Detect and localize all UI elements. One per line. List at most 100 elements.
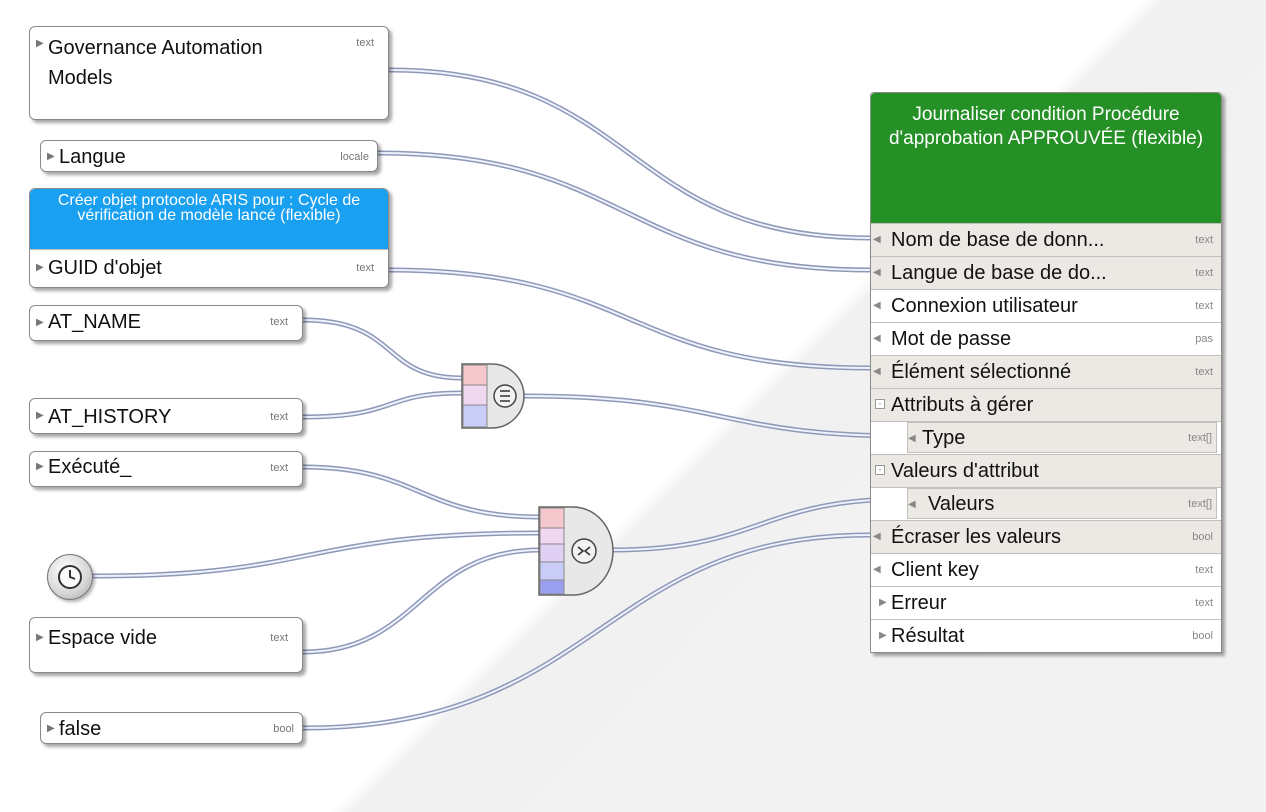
port-type: bool bbox=[1192, 531, 1213, 543]
port-arrow-icon: ◀ bbox=[908, 433, 916, 444]
wire-clock-to-concat bbox=[91, 530, 543, 579]
port-type: pas bbox=[1195, 333, 1213, 345]
port-arrow-icon: ◀ bbox=[873, 267, 881, 278]
wire-list-to-type bbox=[522, 393, 909, 439]
port-mot-de-passe[interactable]: ◀ Mot de passe pas bbox=[871, 322, 1221, 355]
port-connexion-utilisateur[interactable]: ◀ Connexion utilisateur text bbox=[871, 289, 1221, 322]
port-arrow-icon: ◀ bbox=[873, 234, 881, 245]
port-label: Erreur bbox=[891, 592, 947, 614]
port-type-group[interactable]: ◀ Type text[] bbox=[871, 421, 1221, 454]
port-arrow-icon: ◀ bbox=[873, 531, 881, 542]
wire-guid-to-element bbox=[385, 267, 873, 371]
input-label: Espace vide bbox=[48, 627, 157, 649]
port-type: bool bbox=[1192, 630, 1213, 642]
input-type: text bbox=[356, 262, 374, 274]
node-header: Créer objet protocole ARIS pour : Cycle … bbox=[30, 189, 388, 249]
input-governance-automation-models[interactable]: ▶ Governance Automation Models text bbox=[29, 26, 389, 120]
port-label: Type bbox=[922, 427, 966, 449]
port-label: Valeurs bbox=[928, 493, 995, 515]
wire-concat-to-valeurs bbox=[609, 496, 909, 553]
port-ecraser-valeurs[interactable]: ◀ Écraser les valeurs bool bbox=[871, 520, 1221, 553]
expand-arrow-icon[interactable]: ▶ bbox=[36, 262, 44, 273]
clock-icon[interactable] bbox=[47, 554, 93, 600]
wire-langue-to-langue-base bbox=[375, 150, 873, 273]
port-label: Connexion utilisateur bbox=[891, 295, 1078, 317]
block-title: Journaliser condition Procédure d'approb… bbox=[871, 93, 1221, 223]
expand-arrow-icon[interactable]: ▶ bbox=[36, 38, 44, 49]
expand-arrow-icon[interactable]: ▶ bbox=[36, 461, 44, 472]
input-type: locale bbox=[340, 151, 369, 163]
input-label: false bbox=[59, 718, 102, 740]
list-operator[interactable] bbox=[460, 362, 532, 432]
output-arrow-icon: ▶ bbox=[879, 630, 887, 641]
port-langue-base[interactable]: ◀ Langue de base de do... text bbox=[871, 256, 1221, 289]
expand-arrow-icon[interactable]: ▶ bbox=[47, 723, 55, 734]
port-valeurs[interactable]: ◀ Valeurs text[] bbox=[907, 488, 1217, 519]
expand-arrow-icon[interactable]: ▶ bbox=[36, 317, 44, 328]
output-erreur[interactable]: ▶ Erreur text bbox=[871, 586, 1221, 619]
input-type: text bbox=[356, 37, 374, 49]
input-false[interactable]: ▶ false bool bbox=[40, 712, 303, 744]
port-type: text bbox=[1195, 300, 1213, 312]
port-type-tag: text[] bbox=[1188, 432, 1212, 444]
port-arrow-icon: ◀ bbox=[908, 499, 916, 510]
input-at-name[interactable]: ▶ AT_NAME text bbox=[29, 305, 303, 341]
input-langue[interactable]: ▶ Langue locale bbox=[40, 140, 378, 172]
input-at-history[interactable]: ▶ AT_HISTORY text bbox=[29, 398, 303, 434]
input-label: Governance Automation Models bbox=[48, 37, 263, 89]
port-label: Écraser les valeurs bbox=[891, 526, 1062, 548]
collapse-icon[interactable]: - bbox=[875, 399, 885, 409]
input-type: text bbox=[270, 316, 288, 328]
input-espace-vide[interactable]: ▶ Espace vide text bbox=[29, 617, 303, 673]
input-execute[interactable]: ▶ Exécuté_ text bbox=[29, 451, 303, 487]
wire-athistory-to-list bbox=[300, 390, 465, 420]
collapse-icon[interactable]: - bbox=[875, 465, 885, 475]
port-element-selectionne[interactable]: ◀ Élément sélectionné text bbox=[871, 355, 1221, 388]
group-valeurs-attribut[interactable]: - Valeurs d'attribut bbox=[871, 454, 1221, 487]
port-arrow-icon: ◀ bbox=[873, 564, 881, 575]
port-label: Client key bbox=[891, 559, 979, 581]
wire-governance-to-nom bbox=[387, 67, 873, 241]
wire-false-to-ecraser bbox=[300, 532, 873, 731]
port-nom-base-donnees[interactable]: ◀ Nom de base de donn... text bbox=[871, 223, 1221, 256]
port-label: Nom de base de donn... bbox=[891, 229, 1105, 251]
port-type-tag: text[] bbox=[1188, 498, 1212, 510]
port-type: text bbox=[1195, 234, 1213, 246]
port-label: Langue de base de do... bbox=[891, 262, 1107, 284]
journaliser-condition-block[interactable]: Journaliser condition Procédure d'approb… bbox=[870, 92, 1222, 653]
input-label: AT_NAME bbox=[48, 311, 141, 333]
input-type: text bbox=[270, 632, 288, 644]
port-type[interactable]: ◀ Type text[] bbox=[907, 422, 1217, 453]
concat-operator[interactable] bbox=[537, 505, 617, 597]
output-resultat[interactable]: ▶ Résultat bool bbox=[871, 619, 1221, 652]
input-type: text bbox=[270, 411, 288, 423]
input-creer-objet-protocole[interactable]: Créer objet protocole ARIS pour : Cycle … bbox=[29, 188, 389, 288]
port-client-key[interactable]: ◀ Client key text bbox=[871, 553, 1221, 586]
port-type: text bbox=[1195, 366, 1213, 378]
input-type: bool bbox=[273, 723, 294, 735]
port-label: Résultat bbox=[891, 625, 965, 647]
wire-espace-to-concat bbox=[300, 547, 543, 655]
clock-face-icon bbox=[58, 565, 82, 589]
expand-arrow-icon[interactable]: ▶ bbox=[36, 632, 44, 643]
port-valeurs-group[interactable]: ◀ Valeurs text[] bbox=[871, 487, 1221, 520]
port-arrow-icon: ◀ bbox=[873, 300, 881, 311]
wire-atname-to-list bbox=[300, 317, 465, 381]
input-type: text bbox=[270, 462, 288, 474]
input-label: GUID d'objet bbox=[48, 257, 162, 279]
port-label: Élément sélectionné bbox=[891, 361, 1072, 383]
wire-execute-to-concat bbox=[300, 464, 543, 520]
group-label: Valeurs d'attribut bbox=[891, 460, 1039, 482]
input-label: Exécuté_ bbox=[48, 456, 132, 478]
port-arrow-icon: ◀ bbox=[873, 366, 881, 377]
expand-arrow-icon[interactable]: ▶ bbox=[36, 410, 44, 421]
output-arrow-icon: ▶ bbox=[879, 597, 887, 608]
expand-arrow-icon[interactable]: ▶ bbox=[47, 151, 55, 162]
group-attributs-a-gerer[interactable]: - Attributs à gérer bbox=[871, 388, 1221, 421]
input-label: Langue bbox=[59, 146, 126, 168]
port-type: text bbox=[1195, 564, 1213, 576]
port-type: text bbox=[1195, 267, 1213, 279]
input-label: AT_HISTORY bbox=[48, 406, 172, 428]
group-label: Attributs à gérer bbox=[891, 394, 1034, 416]
